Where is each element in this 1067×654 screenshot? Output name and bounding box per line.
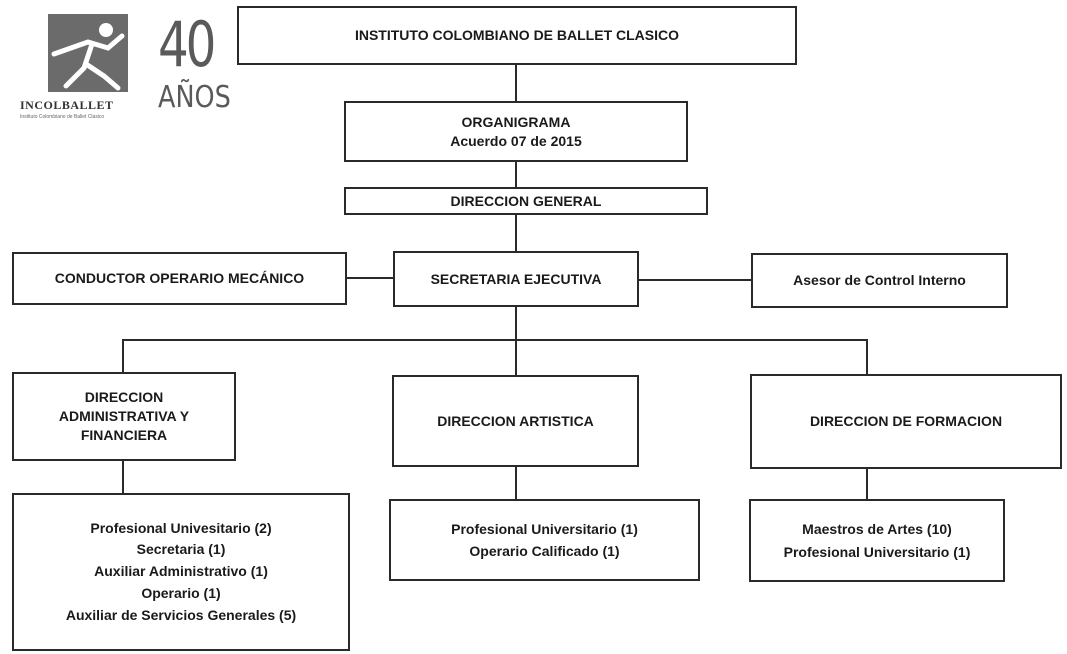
connector-general-secretary [515,214,517,252]
connector-branch-training [866,339,868,375]
admin-staff-item: Secretaria (1) [136,541,226,558]
connector-driver-secretary [346,277,394,279]
training-direction-box: DIRECCION DE FORMACION [750,374,1062,469]
organigram-title: ORGANIGRAMA [461,113,571,130]
general-direction-label: DIRECCION GENERAL [450,192,602,209]
root-box: INSTITUTO COLOMBIANO DE BALLET CLASICO [237,6,797,65]
connector-artistic-staff [515,466,517,500]
admin-direction-line-1: DIRECCION [84,389,164,406]
organigram-subtitle: Acuerdo 07 de 2015 [450,132,582,149]
artistic-staff-item: Operario Calificado (1) [469,543,620,559]
artistic-direction-label: DIRECCION ARTISTICA [437,412,594,429]
dancer-icon [48,14,128,92]
connector-secretary-advisor [638,279,752,281]
artistic-staff-box: Profesional Universitario (1) Operario C… [389,499,700,581]
secretary-box: SECRETARIA EJECUTIVA [393,251,639,307]
connector-branch-horizontal [122,339,868,341]
admin-staff-box: Profesional Univesitario (2) Secretaria … [12,493,350,651]
admin-direction-box: DIRECCION ADMINISTRATIVA Y FINANCIERA [12,372,236,461]
logo-brand: INCOLBALLET [20,98,114,112]
advisor-box: Asesor de Control Interno [751,253,1008,308]
logo-years: AÑOS [158,80,231,115]
driver-label: CONDUCTOR OPERARIO MECÁNICO [54,270,305,287]
connector-secretary-branch [515,306,517,376]
driver-box: CONDUCTOR OPERARIO MECÁNICO [12,252,347,305]
logo-subtitle: Instituto Colombiano de Ballet Clasico [20,114,105,120]
artistic-direction-box: DIRECCION ARTISTICA [392,375,639,467]
admin-staff-item: Auxiliar de Servicios Generales (5) [65,606,297,623]
training-staff-item: Profesional Universitario (1) [783,543,971,560]
admin-staff-item: Profesional Univesitario (2) [90,519,272,536]
admin-staff-item: Auxiliar Administrativo (1) [94,563,268,580]
training-staff-box: Maestros de Artes (10) Profesional Unive… [749,499,1005,582]
admin-direction-line-2: ADMINISTRATIVA Y [58,408,190,425]
training-staff-item: Maestros de Artes (10) [802,521,952,538]
connector-training-staff [866,468,868,500]
connector-organigram-general [515,161,517,188]
advisor-label: Asesor de Control Interno [793,272,966,289]
logo-forty: 40 [158,8,216,81]
root-label: INSTITUTO COLOMBIANO DE BALLET CLASICO [354,27,680,44]
connector-root-organigram [515,64,517,102]
incolballet-logo: 40 AÑOS INCOLBALLET Instituto Colombiano… [18,8,233,124]
secretary-label: SECRETARIA EJECUTIVA [430,270,602,287]
admin-direction-line-3: FINANCIERA [80,426,168,443]
general-direction-box: DIRECCION GENERAL [344,187,708,215]
connector-admin-staff [122,460,124,494]
connector-branch-admin [122,339,124,373]
artistic-staff-item: Profesional Universitario (1) [451,520,638,537]
training-direction-label: DIRECCION DE FORMACION [809,413,1003,430]
admin-staff-item: Operario (1) [141,584,221,601]
organigram-box: ORGANIGRAMA Acuerdo 07 de 2015 [344,101,688,162]
